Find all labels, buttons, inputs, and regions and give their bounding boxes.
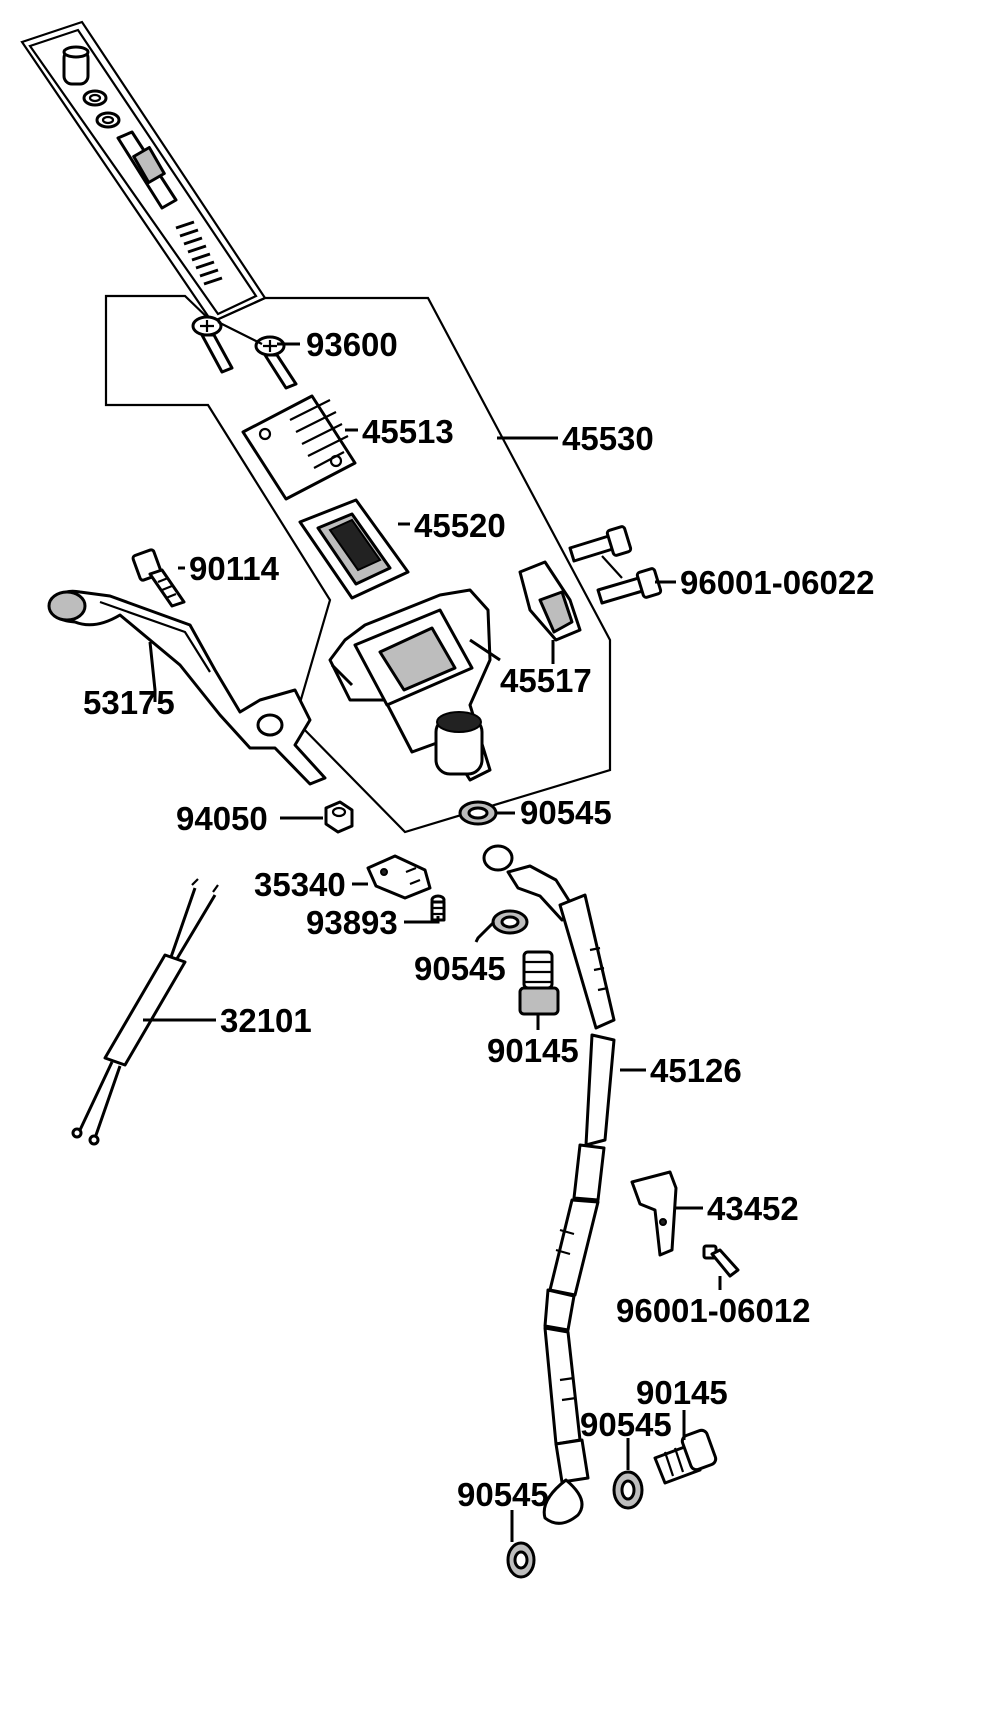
diaphragm-45520-icon [298, 498, 410, 600]
callout-43452: 43452 [707, 1190, 799, 1227]
callout-32101: 32101 [220, 1002, 312, 1039]
callout-90545-lower-left: 90545 [457, 1476, 549, 1513]
bracket-43452-icon [630, 1170, 678, 1257]
callout-90145-upper: 90145 [487, 1032, 579, 1069]
nut-94050-icon [324, 800, 354, 834]
washer-90545-icon [612, 1470, 644, 1510]
banjo-bolt-90145-icon [518, 950, 560, 1016]
callout-93893: 93893 [306, 904, 398, 941]
callout-90545-middle: 90545 [414, 950, 506, 987]
master-cylinder-body-icon [328, 588, 501, 782]
callout-35340: 35340 [254, 866, 346, 903]
piston-kit-panel [20, 20, 267, 324]
screw-93600-icon [191, 315, 298, 390]
brake-hose-45126-icon [482, 844, 616, 1525]
washer-90545-icon [458, 800, 498, 826]
callout-45126: 45126 [650, 1052, 742, 1089]
callout-96001-06022: 96001-06022 [680, 564, 875, 601]
callout-45530: 45530 [562, 420, 654, 457]
callout-45520: 45520 [414, 507, 506, 544]
callout-90545-upper: 90545 [520, 794, 612, 831]
washer-90545-icon [506, 1541, 536, 1579]
callout-90145-lower: 90145 [636, 1374, 728, 1411]
callout-90114: 90114 [189, 550, 280, 587]
callout-94050: 94050 [176, 800, 268, 837]
callout-96001-06012: 96001-06012 [616, 1292, 811, 1329]
leader-lines [143, 342, 722, 1542]
wire-32101-icon [71, 878, 219, 1146]
callout-90545-lower-right: 90545 [580, 1406, 672, 1443]
washer-90545-icon [491, 909, 529, 935]
clamp-45517-icon [518, 560, 582, 642]
callout-45513: 45513 [362, 413, 454, 450]
brake-switch-35340-icon [366, 854, 432, 900]
spring-icon [175, 220, 223, 286]
callout-labels: 93600 45513 45530 45520 90114 96001-0602… [83, 326, 875, 1513]
callout-53175: 53175 [83, 684, 175, 721]
bolt-96001-06012-icon [702, 1244, 740, 1278]
reservoir-cap-45513-icon [241, 394, 357, 501]
bolt-90114-icon [131, 548, 186, 608]
callout-93600: 93600 [306, 326, 398, 363]
bolt-96001-06022-icon [568, 525, 663, 605]
banjo-bolt-90145-icon [653, 1428, 718, 1485]
callout-45517: 45517 [500, 662, 592, 699]
brake-lever-53175-icon [47, 589, 327, 786]
